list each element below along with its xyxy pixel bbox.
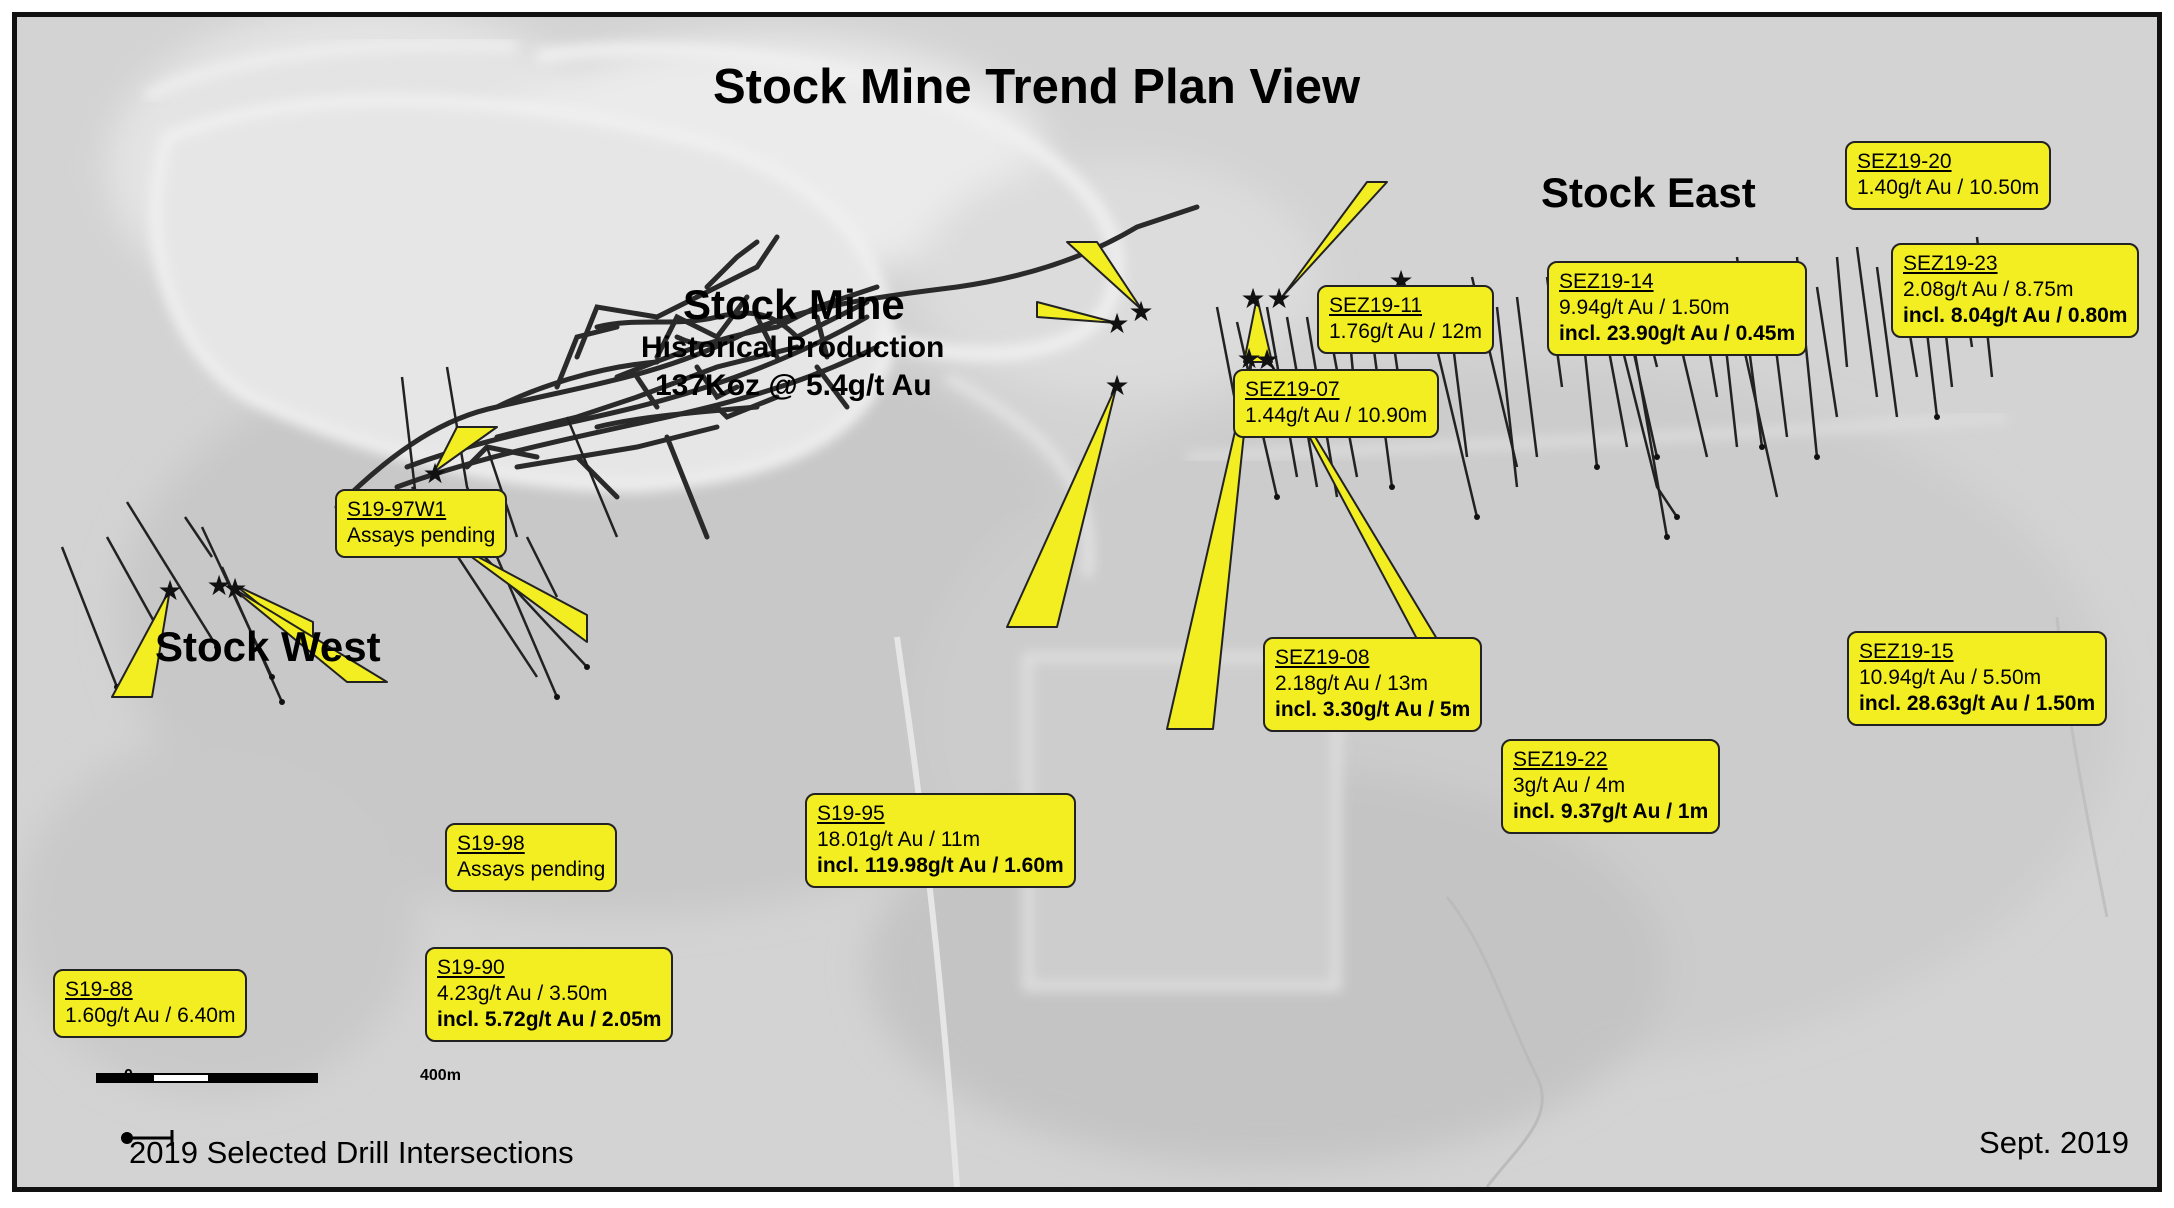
pointer-SEZ19-08: [1006, 383, 1118, 628]
label-historical-production: Historical Production: [641, 331, 945, 364]
hole-id: S19-95: [817, 802, 885, 825]
assay-line: Assays pending: [457, 858, 606, 881]
hole-id: SEZ19-07: [1245, 378, 1340, 401]
label-stock-mine: Stock Mine: [683, 281, 905, 328]
pointer-SEZ19-20: [1281, 181, 1388, 298]
assay-line: 10.94g/t Au / 5.50m: [1859, 666, 2042, 689]
hole-id: S19-98: [457, 832, 525, 855]
callout-SEZ19-07: SEZ19-07 1.44g/t Au / 10.90m: [1233, 369, 1440, 438]
svg-text:★: ★: [1104, 369, 1129, 402]
callout-S19-90: S19-90 4.23g/t Au / 3.50m incl. 5.72g/t …: [425, 947, 674, 1042]
hole-id: SEZ19-14: [1559, 270, 1654, 293]
hole-id: SEZ19-20: [1857, 150, 1952, 173]
hole-id: S19-90: [437, 956, 505, 979]
map-title: Stock Mine Trend Plan View: [713, 60, 1361, 114]
legend: 2019 Selected Drill Intersections: [129, 1135, 574, 1171]
svg-text:★: ★: [1128, 295, 1153, 328]
assay-incl: incl. 119.98g/t Au / 1.60m: [817, 854, 1064, 877]
hole-id: SEZ19-11: [1329, 294, 1422, 317]
scale-start-label: 0: [124, 1067, 133, 1084]
label-production: 137Koz @ 5.4g/t Au: [655, 369, 932, 402]
date-label: Sept. 2019: [1979, 1125, 2129, 1160]
assay-line: 18.01g/t Au / 11m: [817, 828, 981, 851]
callout-SEZ19-15: SEZ19-15 10.94g/t Au / 5.50m incl. 28.63…: [1847, 631, 2108, 726]
satellite-map: ★ ★ ★ ★ ★ ★ ★ ★ ★ ★ ★ ★ ★: [17, 17, 2157, 1187]
callout-SEZ19-11: SEZ19-11 1.76g/t Au / 12m: [1317, 285, 1494, 354]
callout-SEZ19-14: SEZ19-14 9.94g/t Au / 1.50m incl. 23.90g…: [1547, 261, 1808, 356]
assay-line: 2.08g/t Au / 8.75m: [1903, 278, 2074, 301]
assay-line: 1.60g/t Au / 6.40m: [65, 1004, 236, 1027]
hole-id: SEZ19-22: [1513, 748, 1608, 771]
pointer-S19-95: [453, 543, 588, 643]
callout-S19-88: S19-88 1.60g/t Au / 6.40m: [53, 969, 248, 1038]
svg-text:★: ★: [157, 574, 182, 607]
hole-id: SEZ19-23: [1903, 252, 1998, 275]
assay-incl: incl. 8.04g/t Au / 0.80m: [1903, 304, 2128, 327]
hole-id: SEZ19-15: [1859, 640, 1954, 663]
assay-incl: incl. 9.37g/t Au / 1m: [1513, 800, 1709, 823]
legend-symbol: [121, 1130, 174, 1146]
callout-S19-98: S19-98 Assays pending: [445, 823, 618, 892]
legend-label: 2019 Selected Drill Intersections: [129, 1135, 574, 1170]
map-frame: ★ ★ ★ ★ ★ ★ ★ ★ ★ ★ ★ ★ ★ Stock Mine Tre…: [12, 12, 2162, 1192]
svg-text:★: ★: [1104, 307, 1129, 340]
pointer-S19-90: [230, 586, 388, 683]
assay-incl: incl. 5.72g/t Au / 2.05m: [437, 1008, 662, 1031]
assay-line: Assays pending: [347, 524, 496, 547]
assay-line: 1.40g/t Au / 10.50m: [1857, 176, 2040, 199]
assay-line: 4.23g/t Au / 3.50m: [437, 982, 608, 1005]
callout-SEZ19-22: SEZ19-22 3g/t Au / 4m incl. 9.37g/t Au /…: [1501, 739, 1721, 834]
hole-id: SEZ19-08: [1275, 646, 1370, 669]
assay-line: 1.76g/t Au / 12m: [1329, 320, 1482, 343]
assay-line: 1.44g/t Au / 10.90m: [1245, 404, 1428, 427]
pointer-SEZ19-07: [1036, 301, 1118, 324]
callout-SEZ19-20: SEZ19-20 1.40g/t Au / 10.50m: [1845, 141, 2052, 210]
callout-S19-95: S19-95 18.01g/t Au / 11m incl. 119.98g/t…: [805, 793, 1076, 888]
assay-incl: incl. 23.90g/t Au / 0.45m: [1559, 322, 1796, 345]
label-stock-west: Stock West: [155, 623, 381, 670]
pointer-S19-88: [111, 588, 171, 698]
pointer-S19-97W1: [433, 426, 498, 473]
svg-text:★: ★: [1266, 282, 1291, 315]
label-stock-east: Stock East: [1541, 169, 1756, 216]
underground-workings: [334, 204, 1200, 540]
assay-line: 2.18g/t Au / 13m: [1275, 672, 1428, 695]
svg-text:★: ★: [1240, 282, 1265, 315]
assay-incl: incl. 28.63g/t Au / 1.50m: [1859, 692, 2096, 715]
pointer-SEZ19-11: [1066, 241, 1143, 311]
pointer-SEZ19-22: [1166, 356, 1253, 730]
hole-id: S19-97W1: [347, 498, 447, 521]
scale-bar: [96, 1073, 318, 1083]
assay-line: 3g/t Au / 4m: [1513, 774, 1626, 797]
svg-text:★: ★: [222, 572, 247, 605]
assay-incl: incl. 3.30g/t Au / 5m: [1275, 698, 1471, 721]
callout-S19-97W1: S19-97W1 Assays pending: [335, 489, 508, 558]
pointer-SEZ19-14: [1243, 296, 1273, 363]
callout-SEZ19-08: SEZ19-08 2.18g/t Au / 13m incl. 3.30g/t …: [1263, 637, 1483, 732]
scale-end-label: 400m: [420, 1067, 461, 1084]
assay-line: 9.94g/t Au / 1.50m: [1559, 296, 1730, 319]
svg-text:★: ★: [206, 569, 231, 602]
hole-id: S19-88: [65, 978, 133, 1001]
callout-SEZ19-23: SEZ19-23 2.08g/t Au / 8.75m incl. 8.04g/…: [1891, 243, 2140, 338]
svg-text:★: ★: [422, 457, 447, 490]
drill-hole-dots: [114, 414, 1940, 705]
